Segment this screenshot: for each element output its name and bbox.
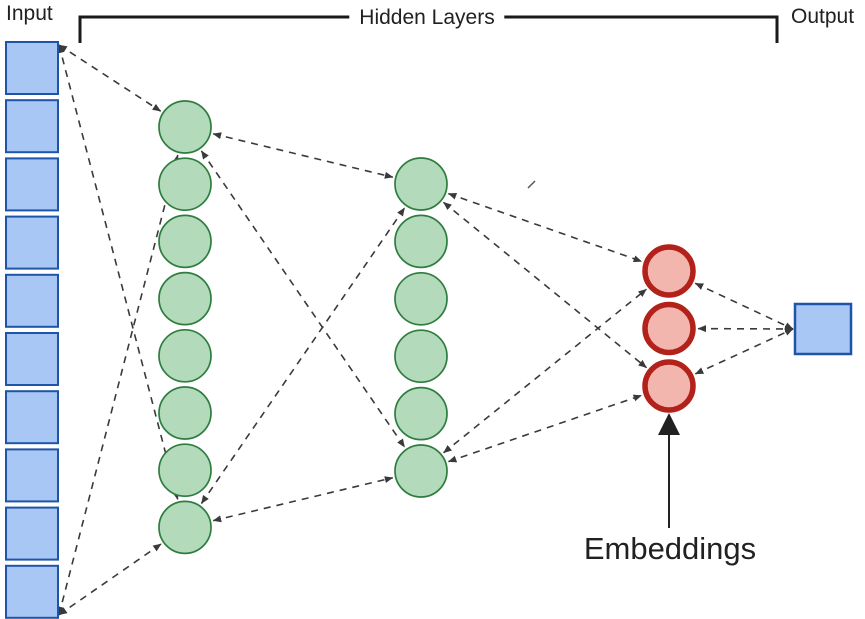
hidden1-neuron-7 [158, 443, 212, 498]
embeddings-arrowhead-icon [658, 413, 680, 435]
connector-h1_bottom-h2_top [200, 207, 406, 504]
connector-input_bottom-h1_top [57, 154, 180, 616]
hidden2-neuron-2 [394, 214, 448, 269]
connector-h2_bottom-e_bottom [447, 394, 643, 463]
connections-group [57, 44, 794, 616]
embedding-neuron-1 [642, 244, 696, 298]
input-square-6 [5, 332, 59, 386]
hidden1-neuron-6 [158, 386, 212, 440]
input-square-9 [5, 506, 59, 561]
hidden1-neuron-4 [158, 271, 212, 326]
connector-h2_top-e_top [447, 192, 643, 263]
connector-h2_top-e_bottom [442, 201, 648, 369]
hidden2-neuron-1 [394, 157, 448, 211]
hidden1-neuron-2 [158, 157, 212, 212]
input-square-8 [5, 448, 59, 503]
input-square-1 [5, 41, 59, 95]
input-square-4 [5, 215, 59, 270]
hidden1-neuron-3 [158, 214, 212, 269]
input-square-3 [5, 157, 59, 212]
input-label: Input [6, 2, 53, 25]
embedding-neuron-2 [642, 301, 696, 356]
connector-h2_bottom-e_top [443, 288, 647, 454]
connector-e_top-output [694, 282, 794, 330]
input-square-7 [5, 390, 59, 445]
embeddings-label: Embeddings [583, 531, 757, 566]
connector-input_top-h1_bottom [57, 44, 180, 500]
hidden2-neuron-3 [394, 271, 448, 326]
nodes-group [5, 41, 853, 619]
hidden1-neuron-1 [158, 100, 212, 154]
hidden1-neuron-5 [158, 328, 212, 383]
input-square-5 [5, 273, 59, 328]
connector-h1_top-h2_top [212, 132, 394, 179]
input-square-2 [5, 99, 59, 154]
hidden-layers-label: Hidden Layers [349, 5, 505, 31]
output-square [793, 302, 853, 356]
connector-input_bottom-h1_bottom [58, 543, 162, 616]
connector-e_bottom-output [694, 328, 794, 375]
stray-mark [527, 180, 536, 189]
hidden2-neuron-4 [394, 329, 448, 384]
connector-h1_bottom-h2_bottom [212, 476, 394, 523]
output-label: Output [791, 5, 855, 28]
embedding-neuron-3 [642, 359, 696, 413]
input-square-10 [5, 564, 59, 619]
hidden2-neuron-5 [394, 386, 448, 441]
hidden2-neuron-6 [394, 444, 448, 498]
connector-h1_top-h2_bottom [200, 150, 406, 448]
hidden1-neuron-8 [158, 500, 212, 555]
